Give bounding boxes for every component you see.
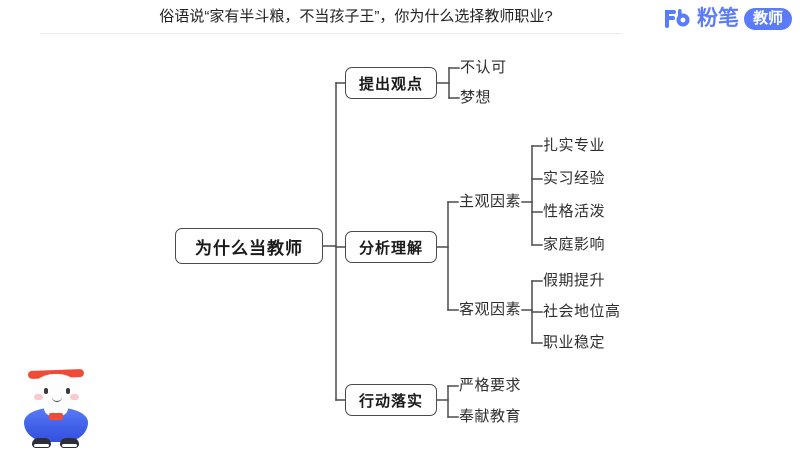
- mindmap-canvas: 为什么当教师 提出观点 分析理解 行动落实 不认可 梦想 主观因素 客观因素 扎…: [0, 36, 800, 450]
- mindmap-connectors: [322, 67, 543, 418]
- mascot-shoe-right-icon: [60, 438, 79, 448]
- brand-logo: 粉笔 教师: [662, 5, 792, 33]
- mindmap-leaf-0-1[interactable]: 梦想: [460, 89, 492, 106]
- mindmap-leaf-1-0-3[interactable]: 家庭影响: [543, 236, 606, 253]
- mindmap-branch-node-0[interactable]: 提出观点: [345, 67, 437, 99]
- mascot-collar-icon: [44, 408, 68, 416]
- brand-name: 粉笔: [696, 7, 739, 30]
- mindmap-leaf-0-0[interactable]: 不认可: [460, 59, 507, 76]
- mindmap-subnode-1-1[interactable]: 客观因素: [459, 301, 522, 318]
- mindmap-branch-node-1[interactable]: 分析理解: [345, 231, 437, 263]
- mascot-eye-left-icon: [44, 388, 48, 394]
- mindmap-leaf-2-1[interactable]: 奉献教育: [459, 408, 522, 425]
- fb-logo-icon: [662, 7, 692, 31]
- mascot-shoe-sole-right: [62, 444, 77, 447]
- mindmap-branch-node-2[interactable]: 行动落实: [345, 384, 437, 416]
- mindmap-root-node[interactable]: 为什么当教师: [175, 228, 323, 264]
- page-header: 俗语说“家有半斗粮，不当孩子王”，你为什么选择教师职业? 粉笔 教师: [0, 0, 800, 36]
- header-divider: [40, 33, 622, 34]
- mindmap-leaf-1-0-0[interactable]: 扎实专业: [543, 137, 606, 154]
- brand-badge: 教师: [743, 8, 792, 30]
- mascot-shoe-sole-left: [34, 444, 49, 447]
- mascot-head-icon: [31, 374, 81, 412]
- mascot-cheek-right-icon: [70, 394, 79, 400]
- mindmap-leaf-1-1-0[interactable]: 假期提升: [543, 272, 606, 289]
- mindmap-leaf-2-0[interactable]: 严格要求: [459, 377, 522, 394]
- fenbi-mascot: [14, 368, 98, 450]
- mindmap-leaf-1-1-1[interactable]: 社会地位高: [543, 303, 621, 320]
- mascot-shoe-left-icon: [32, 438, 51, 448]
- mindmap-leaf-1-0-1[interactable]: 实习经验: [543, 170, 606, 187]
- mascot-mouth-icon: [52, 395, 62, 402]
- mascot-cheek-left-icon: [34, 394, 43, 400]
- page-title: 俗语说“家有半斗粮，不当孩子王”，你为什么选择教师职业?: [159, 8, 553, 25]
- mindmap-subnode-1-0[interactable]: 主观因素: [459, 193, 522, 210]
- mindmap-leaf-1-0-2[interactable]: 性格活泼: [543, 203, 606, 220]
- mascot-eye-right-icon: [66, 388, 70, 394]
- mindmap-leaf-1-1-2[interactable]: 职业稳定: [543, 334, 606, 351]
- mascot-bowtie-icon: [49, 413, 63, 420]
